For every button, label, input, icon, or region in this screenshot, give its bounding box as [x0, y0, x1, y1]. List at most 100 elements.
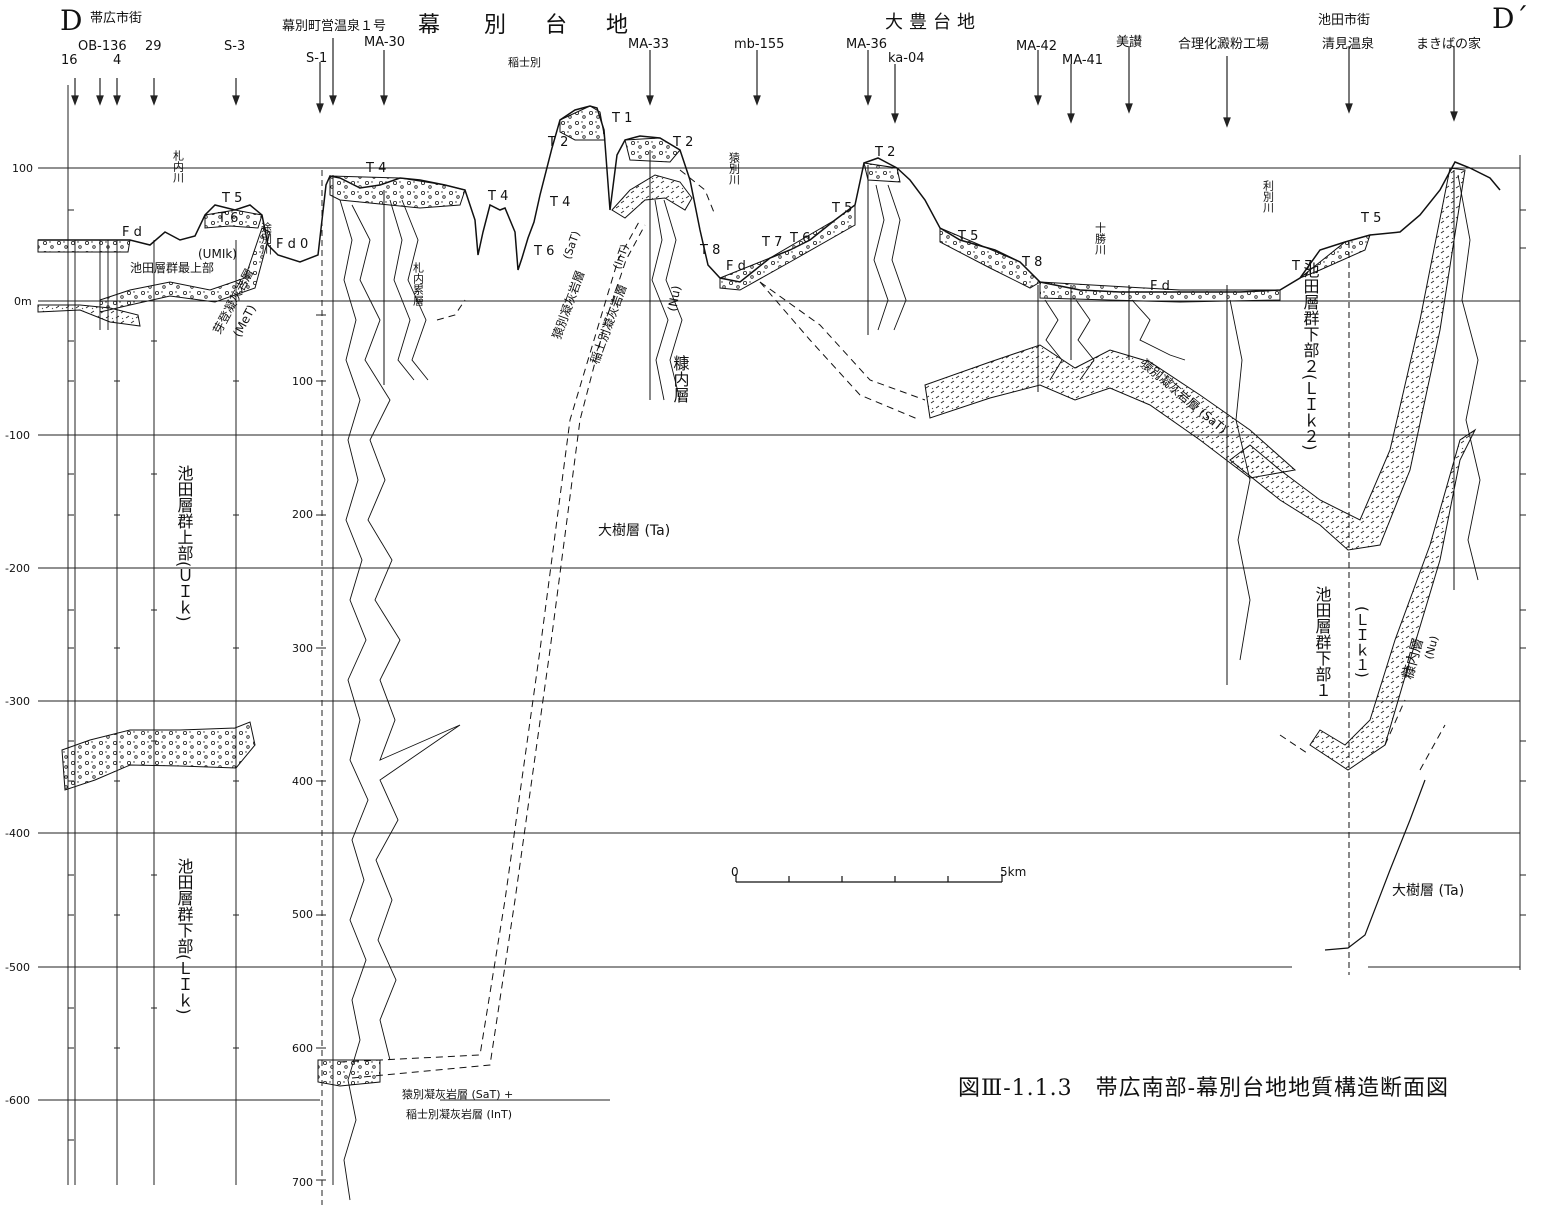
terrace-t8-left: T 8	[699, 243, 720, 258]
river-satsunai: 札内川	[172, 150, 185, 183]
terrace-t1: T 1	[611, 111, 632, 126]
depth-label-700: 700	[292, 1176, 313, 1189]
ikeda-uppermost-band	[99, 227, 271, 313]
label-satsunai-formation: 札内累層	[412, 262, 425, 306]
river-sarubetsu: 猿別川	[728, 151, 741, 185]
borehole-shafts	[383, 150, 1455, 975]
lower-group-1-band	[1309, 428, 1477, 771]
terrace-fd0: F d 0	[276, 237, 308, 252]
borehole-ma36: MA-36	[846, 37, 887, 52]
label-lower-group-2: 池田層群下部２(ＬＩｋ２)	[1301, 262, 1320, 450]
elev-label-0: 0m	[14, 295, 32, 308]
label-nukanai: 糠内層	[671, 354, 690, 403]
label-lower-group: 池田層群下部(ＬＩｋ)	[175, 858, 194, 1014]
borehole-s3: S-3	[224, 39, 245, 54]
depth-label-100: 100	[292, 375, 313, 388]
place-makubetsu-onsen: 幕別町営温泉１号	[282, 18, 386, 34]
borehole-gorika: 合理化澱粉工場	[1178, 37, 1269, 52]
plateau-a-char-2: 別	[484, 13, 506, 38]
sat-int-anticline	[611, 174, 693, 219]
elev-label-minus200: -200	[5, 562, 30, 575]
borehole-4: 4	[113, 53, 121, 68]
terrace-t5-left: T 5	[221, 191, 242, 206]
figure-caption: 図Ⅲ-1.1.3 帯広南部-幕別台地地質構造断面図	[958, 1076, 1450, 1101]
terrace-t7-right: T 7	[1291, 259, 1312, 274]
mecha-tuff-band	[37, 304, 141, 327]
electric-logs	[339, 174, 1481, 1201]
label-taiki-right: 大樹層 (Ta)	[1392, 883, 1464, 899]
terrace-t4-left: T 4	[365, 161, 386, 176]
borehole-ma42: MA-42	[1016, 39, 1057, 54]
terrace-t5-far: T 5	[1360, 211, 1381, 226]
plateau-a-char-3: 台	[545, 13, 567, 38]
borehole-mb155: mb-155	[734, 37, 784, 52]
borehole-kiyomi: 清見温泉	[1322, 36, 1374, 52]
borehole-ma41: MA-41	[1062, 53, 1103, 68]
terrace-deposits	[37, 105, 1371, 303]
deep-well-lines	[316, 170, 334, 1205]
plateau-a-char-4: 地	[606, 13, 628, 38]
section-end-right: D´	[1492, 2, 1528, 35]
taiki-right-contact	[1324, 779, 1426, 951]
borehole-arrows	[71, 38, 1458, 128]
plateau-b: 大豊台地	[885, 12, 981, 33]
terrace-t2-left: T 2	[547, 135, 568, 150]
terrace-t5-mid: T 5	[831, 201, 852, 216]
label-nu-right: (Nu)	[1422, 634, 1441, 660]
terrace-t4-right: T 4	[549, 195, 570, 210]
borehole-16: 16	[61, 53, 78, 68]
label-int: (InT)	[611, 243, 632, 271]
label-ikeda-top: 池田層群最上部	[130, 260, 214, 275]
borehole-bisan: 美讃	[1116, 35, 1142, 50]
terrace-t4-mid: T 4	[487, 189, 508, 204]
borehole-ob136: OB-136	[78, 39, 127, 54]
terrace-fd-left: F d	[122, 225, 142, 240]
label-nu: (Nu)	[665, 285, 683, 313]
lower-group-2-band	[1229, 167, 1466, 551]
borehole-makiba: まきばの家	[1416, 36, 1481, 52]
terrace-t2-mid: T 2	[672, 135, 693, 150]
label-bottom-sat: 猿別凝灰岩層 (SaT) +	[402, 1087, 513, 1101]
terrace-t6-right: T 6	[789, 231, 810, 246]
label-lower-group-1-code: (ＬＩｋ１)	[1353, 606, 1371, 678]
label-taiki: 大樹層 (Ta)	[598, 523, 670, 539]
elev-label-minus600: -600	[5, 1094, 30, 1107]
elev-label-minus400: -400	[5, 827, 30, 840]
terrace-t2-right: T 2	[874, 145, 895, 160]
terrace-t8-right: T 8	[1021, 255, 1042, 270]
elevation-grid	[38, 167, 1520, 1101]
right-frame	[1519, 155, 1526, 970]
place-ikeda: 池田市街	[1318, 12, 1370, 28]
depth-label-300: 300	[292, 642, 313, 655]
depth-label-500: 500	[292, 908, 313, 921]
elev-label-minus100: -100	[5, 429, 30, 442]
elev-label-minus500: -500	[5, 961, 30, 974]
plateau-a-char-1: 幕	[418, 13, 440, 38]
sat-int-bottom	[317, 1059, 381, 1087]
borehole-ma33: MA-33	[628, 37, 669, 52]
terrace-t7-left: T 7	[761, 235, 782, 250]
left-gravel-lens	[61, 721, 256, 791]
scale-bar	[735, 874, 1003, 883]
river-toshibetsu: 利別川	[1262, 180, 1275, 213]
label-upper-group: 池田層群上部(ＵＩｋ)	[175, 465, 194, 621]
borehole-29: 29	[145, 39, 162, 54]
borehole-s1: S-1	[306, 51, 327, 66]
label-bottom-int: 稲士別凝灰岩層 (InT)	[406, 1107, 512, 1121]
section-end-left: D	[60, 4, 82, 37]
depth-label-600: 600	[292, 1042, 313, 1055]
scale-end: 5km	[1000, 865, 1026, 879]
label-sarubetsu-tuff: 猿別凝灰岩層	[549, 268, 588, 341]
elev-label-100: 100	[12, 162, 33, 175]
label-umik: (UMIk)	[198, 247, 237, 261]
depth-label-400: 400	[292, 775, 313, 788]
terrace-t6-left: T 6	[217, 211, 238, 226]
dashed-contacts	[339, 169, 1446, 1079]
elev-label-minus300: -300	[5, 695, 30, 708]
borehole-ma30: MA-30	[364, 35, 405, 50]
label-sat: (SaT)	[561, 229, 583, 261]
place-inashibetsu: 稲士別	[508, 56, 541, 69]
label-lower-group-1: 池田層群下部１	[1313, 586, 1332, 698]
river-tokachi: 十勝川	[1094, 221, 1107, 255]
